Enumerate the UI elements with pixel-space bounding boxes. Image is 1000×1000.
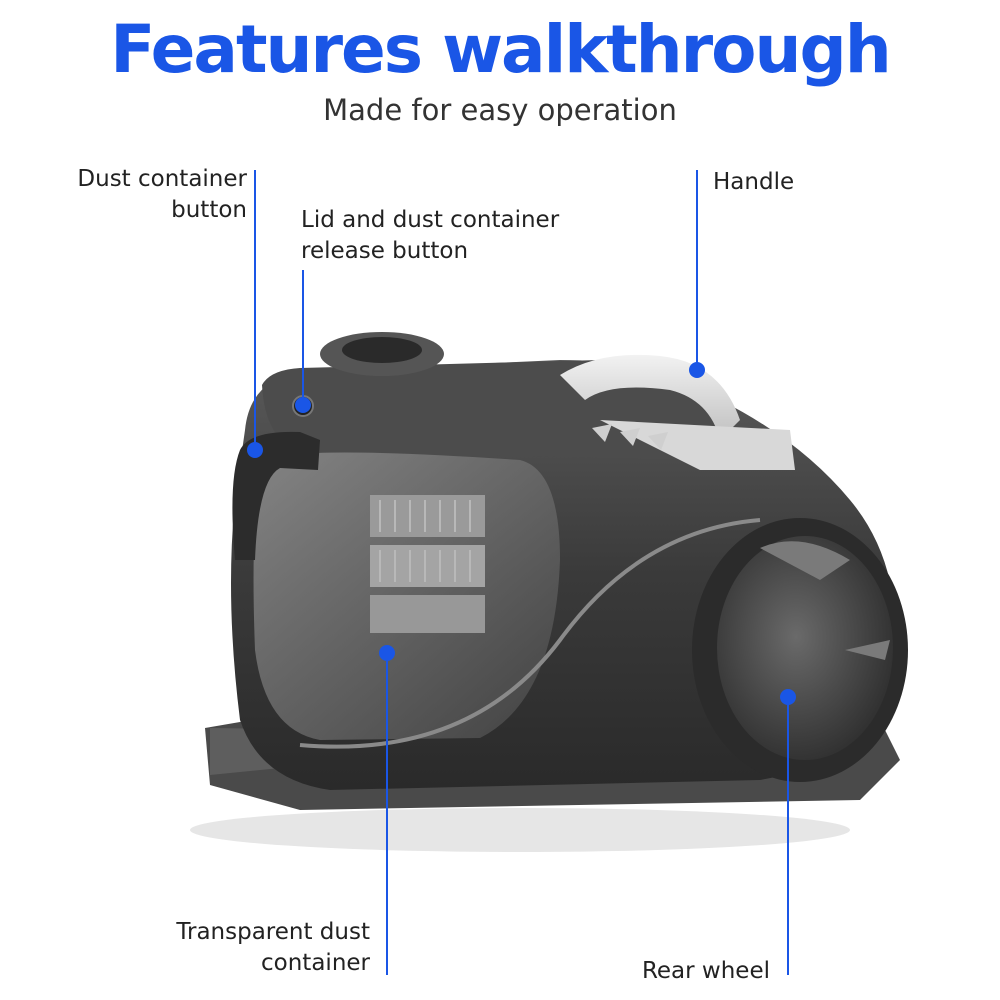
page-title: Features walkthrough [110,11,892,88]
callout-line-1: Dust container [77,166,247,192]
callout-line-2: release button [301,238,469,264]
floor-shadow [190,808,850,852]
callout-line-2: button [171,197,247,223]
callout-line-1: Transparent dust [176,919,370,945]
callout-dot-handle [689,362,705,378]
callout-dot-dust-container [379,645,395,661]
callout-line-1: Lid and dust container [301,207,560,233]
callout-transparent-dust-container: Transparent dust container [140,917,370,979]
callout-line-2: container [261,950,370,976]
callout-line-1: Rear wheel [641,958,770,984]
callout-handle: Handle [713,167,794,198]
callout-dot-dust-button [247,442,263,458]
callout-line-1: Handle [713,169,795,195]
callout-dot-rear-wheel [780,689,796,705]
callout-lid-release-button: Lid and dust container release button [301,205,559,267]
callout-dot-lid-release [295,397,311,413]
callout-dust-container-button: Dust container button [40,164,247,226]
page-subtitle: Made for easy operation [323,93,677,127]
callout-rear-wheel: Rear wheel [600,956,770,987]
